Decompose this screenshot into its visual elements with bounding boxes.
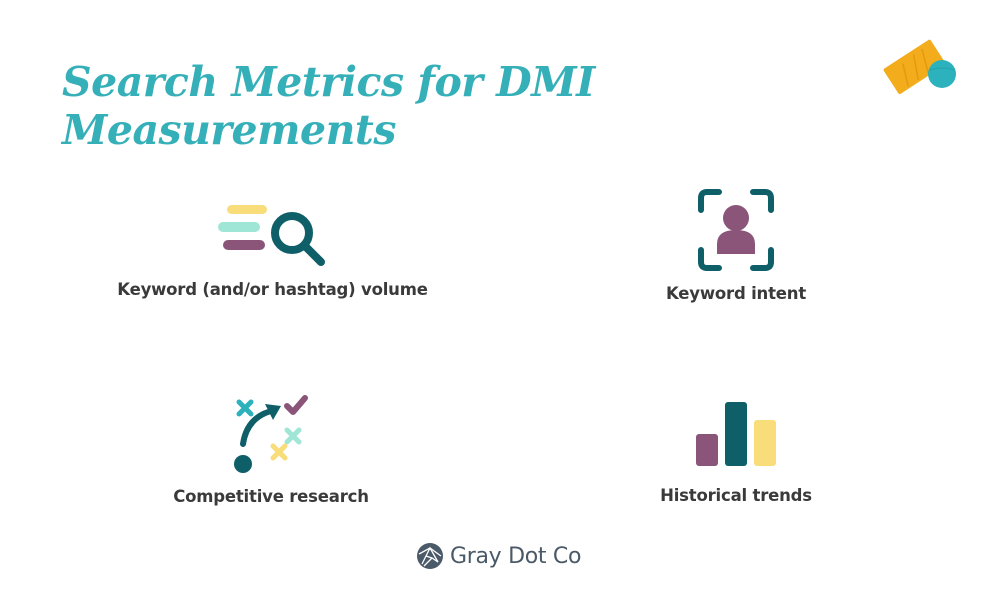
title-line-2: Measurements — [62, 106, 396, 154]
magnifier-with-lines-icon — [217, 205, 325, 266]
metric-keyword-volume: Keyword (and/or hashtag) volume — [110, 198, 435, 299]
metric-historical-trends: Historical trends — [650, 400, 822, 505]
bar-chart-icon — [696, 402, 776, 466]
person-focus-icon — [698, 189, 774, 271]
brand-name: Gray Dot Co — [450, 543, 582, 569]
metric-label: Keyword intent — [665, 284, 807, 303]
decorative-shapes-icon — [883, 39, 956, 94]
metric-keyword-intent: Keyword intent — [650, 188, 822, 303]
strategy-play-icon — [234, 395, 308, 473]
footer-logo: Gray Dot Co — [416, 542, 581, 570]
metric-label: Keyword (and/or hashtag) volume — [117, 280, 428, 299]
metric-label: Historical trends — [660, 486, 812, 505]
title-line-1: Search Metrics for DMI — [62, 58, 595, 106]
metric-label: Competitive research — [173, 487, 369, 506]
slide-title: Search Metrics for DMI Measurements — [62, 58, 595, 154]
metric-competitive-research: Competitive research — [165, 394, 377, 506]
gray-dot-logo-icon — [417, 543, 443, 569]
